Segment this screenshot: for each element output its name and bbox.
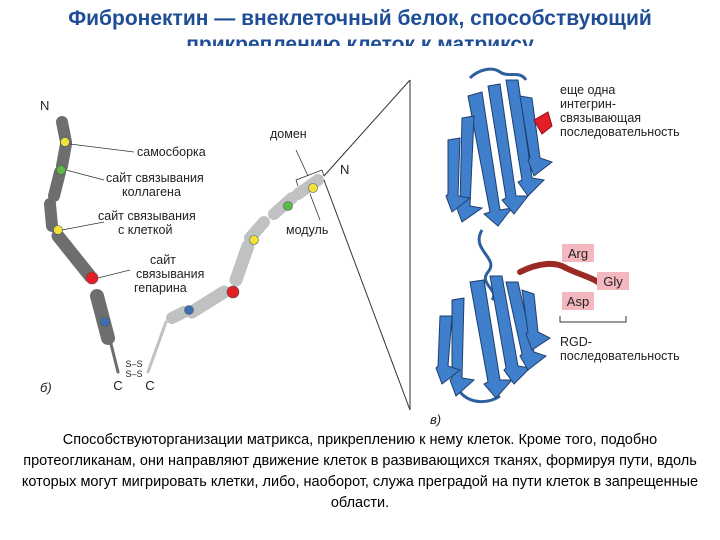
n-terminus-left: N xyxy=(40,98,49,113)
zoom-line-bottom xyxy=(323,179,411,411)
label-heparin-3: гепарина xyxy=(134,281,187,295)
strand-segment xyxy=(48,166,66,202)
integrin-label-3: связывающая xyxy=(560,111,641,125)
upper-domain xyxy=(445,79,554,227)
n-terminus-right: N xyxy=(340,162,349,177)
strand-segment xyxy=(244,216,270,244)
rgd-bracket xyxy=(559,316,627,323)
leader-lines xyxy=(61,143,325,279)
beta-strand xyxy=(505,281,548,371)
site-heparin-left xyxy=(85,271,99,285)
top-coil xyxy=(468,67,528,81)
strand-segment xyxy=(185,285,231,319)
domain-bracket xyxy=(295,169,323,181)
right-strand xyxy=(146,174,324,374)
fibronectin-diagram: N N C C S–S S–S б) самосборка сайт связы… xyxy=(40,67,680,427)
beta-strand xyxy=(519,95,554,177)
zoom-lines xyxy=(323,79,411,411)
strand-segment xyxy=(229,239,255,287)
strand-segment xyxy=(56,138,72,172)
integrin-label-4: последовательность xyxy=(560,125,680,139)
label-heparin-2: связывания xyxy=(136,267,204,281)
label-self-assembly: самосборка xyxy=(137,145,206,159)
page-title: Фибронектин — внеклеточный белок, способ… xyxy=(0,6,720,46)
integrin-label-2: интегрин- xyxy=(560,97,616,111)
asp-label: Asp xyxy=(567,294,589,309)
strand-segment xyxy=(90,289,115,345)
leader-self-assembly xyxy=(69,143,135,153)
site-self-assembly-right xyxy=(308,183,318,193)
panel-b: N N C C S–S S–S б) самосборка сайт связы… xyxy=(40,98,349,395)
leader-heparin xyxy=(97,269,131,279)
leader-collagen xyxy=(65,169,105,181)
integrin-label-1: еще одна xyxy=(560,83,615,97)
beta-strand xyxy=(445,137,472,213)
label-heparin-1: сайт xyxy=(150,253,176,267)
strand-segment xyxy=(51,229,97,283)
site-collagen-right xyxy=(283,201,293,211)
beta-strand xyxy=(521,289,551,351)
beta-strand xyxy=(489,275,532,385)
panel-b-label: б) xyxy=(40,380,52,395)
leader-cell xyxy=(61,221,105,231)
strand-tail xyxy=(146,320,168,374)
label-cell-1: сайт связывания xyxy=(98,209,196,223)
arg-label: Arg xyxy=(568,246,588,261)
c-terminus-right: C xyxy=(145,378,154,393)
domain-bracket-tick xyxy=(295,179,299,187)
beta-strand xyxy=(467,91,514,227)
leader-module xyxy=(309,193,321,221)
lower-domain xyxy=(435,275,551,399)
rgd-label-1: RGD- xyxy=(560,335,592,349)
rgd-label-2: последовательность xyxy=(560,349,680,363)
site-collagen-left xyxy=(56,165,66,175)
caption: Способствуюторганизации матрикса, прикре… xyxy=(21,432,699,511)
asp-badge xyxy=(562,292,594,310)
beta-strand xyxy=(435,315,462,385)
rgd-loop xyxy=(517,260,601,285)
strand-segment xyxy=(166,306,190,324)
gly-label: Gly xyxy=(603,274,623,289)
label-module: модуль xyxy=(286,223,328,237)
strand-segment xyxy=(268,192,298,220)
gly-badge xyxy=(597,272,629,290)
c-terminus-left: C xyxy=(113,378,122,393)
site-blue-right xyxy=(184,305,194,315)
binding-sites xyxy=(53,137,318,327)
strand-segment xyxy=(292,174,324,200)
label-domain: домен xyxy=(270,127,307,141)
leader-domain xyxy=(295,149,309,177)
disulfide-top: S–S xyxy=(125,359,142,369)
integrin-binding-loop xyxy=(533,111,553,135)
beta-strand xyxy=(449,297,476,397)
left-strand xyxy=(44,116,120,374)
panel-v-label: в) xyxy=(430,412,441,427)
arg-badge xyxy=(562,244,594,262)
label-cell-2: с клеткой xyxy=(118,223,172,237)
label-collagen-2: коллагена xyxy=(122,185,181,199)
site-cell-left xyxy=(53,225,63,235)
zoom-line-top xyxy=(323,79,411,177)
site-self-assembly-left xyxy=(60,137,70,147)
label-collagen-1: сайт связывания xyxy=(106,171,204,185)
site-blue-left xyxy=(100,317,110,327)
title-line-2: прикреплению клеток к матриксу xyxy=(186,33,534,46)
beta-strand xyxy=(487,83,530,215)
panel-v: Arg Gly Asp RGD- последовательность еще … xyxy=(430,67,680,427)
site-cell-right xyxy=(249,235,259,245)
beta-strand xyxy=(469,279,514,399)
disulfide-bottom: S–S xyxy=(125,369,142,379)
domain-bracket-tick xyxy=(321,169,325,177)
title-line-1: Фибронектин — внеклеточный белок, способ… xyxy=(68,7,652,30)
site-heparin-right xyxy=(226,285,240,299)
strand-tail xyxy=(108,338,120,374)
strand-segment xyxy=(44,198,58,232)
